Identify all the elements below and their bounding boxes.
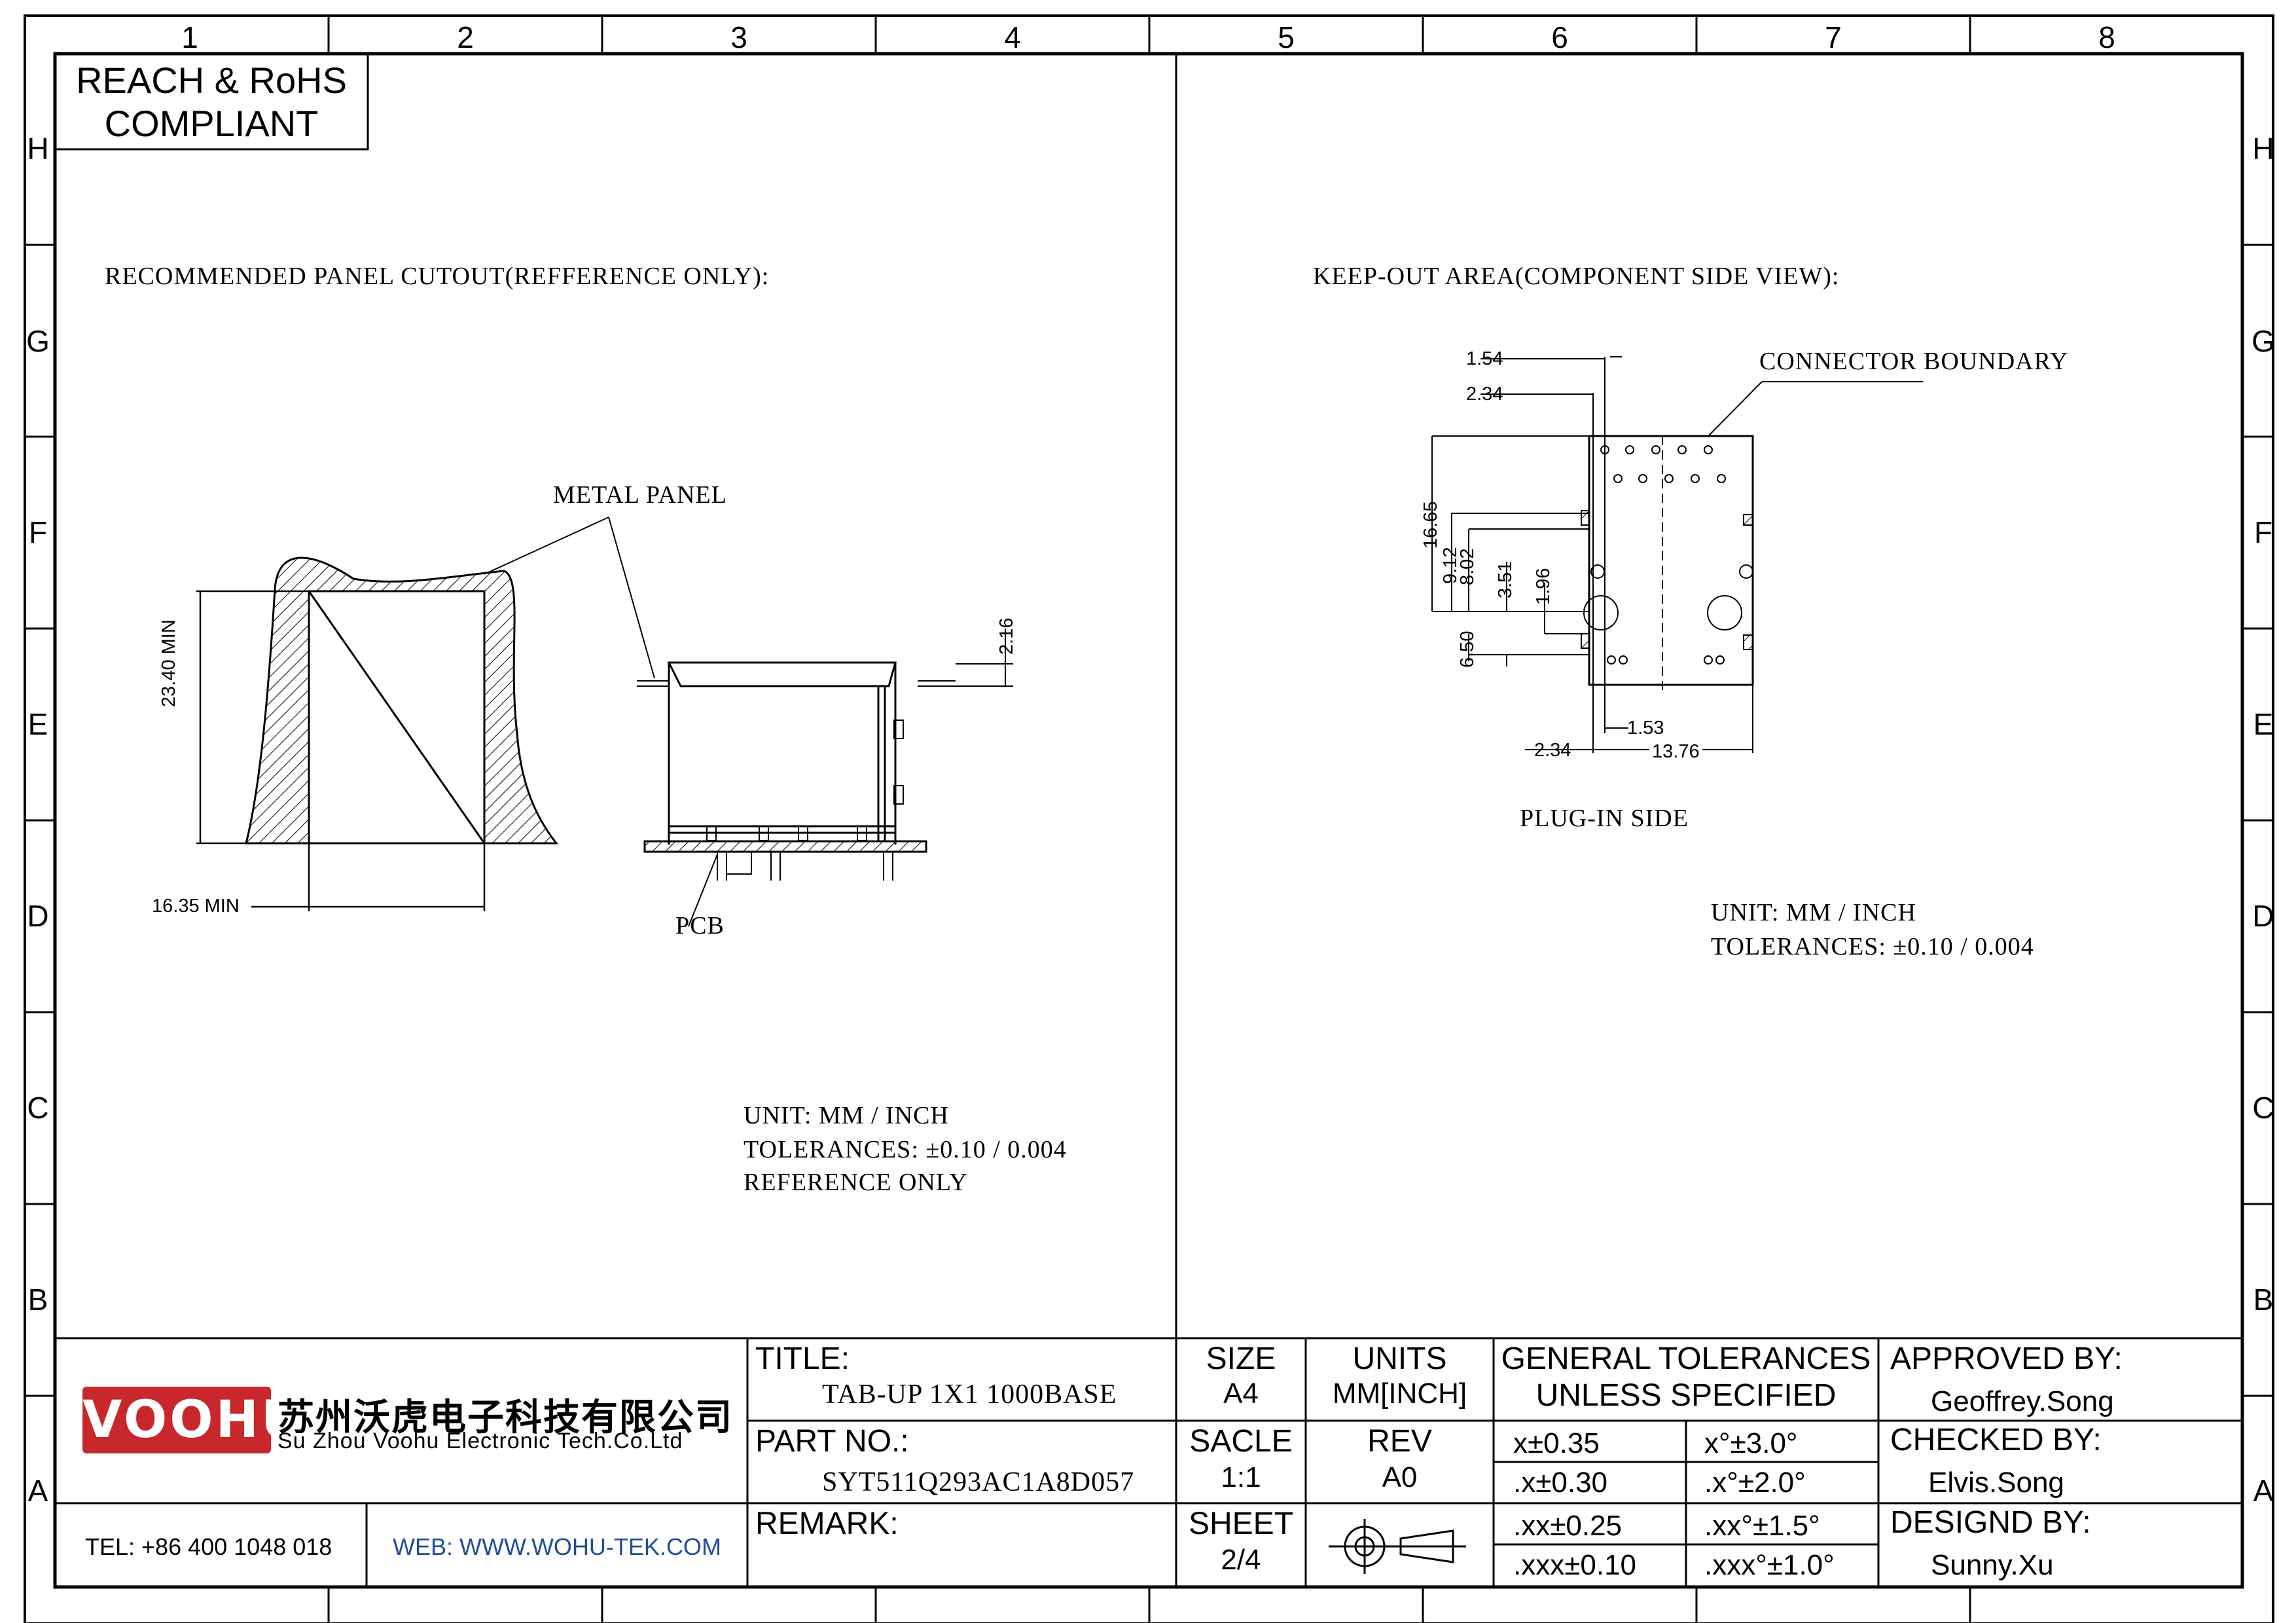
width-dimension: 16.35 MIN xyxy=(152,896,240,917)
panel-cutout-drawing xyxy=(196,517,655,911)
row-letter: B xyxy=(2253,1283,2274,1317)
title-value: TAB-UP 1X1 1000BASE xyxy=(822,1379,1117,1410)
revision-label: REV xyxy=(1367,1424,1432,1459)
website-link[interactable]: WEB: WWW.WOHU-TEK.COM xyxy=(393,1533,721,1560)
panel-thickness-dimension: 2.16 xyxy=(996,617,1017,655)
column-number: 7 xyxy=(1825,20,1842,54)
tolerance-angular: .xx°±1.5° xyxy=(1704,1510,1820,1542)
dimension-2-34-bottom: 2.34 xyxy=(1534,740,1571,761)
dimension-8-02: 8.02 xyxy=(1457,548,1478,585)
dimension-2-34-top: 2.34 xyxy=(1466,384,1503,405)
tolerance-header-line-2: UNLESS SPECIFIED xyxy=(1535,1378,1837,1413)
row-letter: G xyxy=(2251,324,2275,358)
row-letter: H xyxy=(2252,132,2274,166)
scale-value: 1:1 xyxy=(1221,1461,1261,1493)
tolerance-linear: x±0.35 xyxy=(1513,1427,1600,1459)
checked-by-label: CHECKED BY: xyxy=(1890,1423,2102,1457)
row-letter: F xyxy=(2253,515,2273,549)
dimension-1-96: 1.96 xyxy=(1533,568,1554,605)
plug-in-side-label: PLUG-IN SIDE xyxy=(1520,805,1689,832)
panel-cutout-heading: RECOMMENDED PANEL CUTOUT(REFFERENCE ONLY… xyxy=(105,263,770,290)
approved-by-label: APPROVED BY: xyxy=(1890,1341,2123,1376)
row-letter: G xyxy=(26,324,50,358)
right-tolerance-note: TOLERANCES: ±0.10 / 0.004 xyxy=(1711,933,2034,960)
tolerance-angular: .xxx°±1.0° xyxy=(1704,1549,1835,1581)
column-number: 8 xyxy=(2098,20,2115,54)
row-letter: A xyxy=(2253,1474,2274,1508)
sheet-label: SHEET xyxy=(1188,1506,1294,1541)
designed-by-value: Sunny.Xu xyxy=(1931,1549,2054,1581)
tolerance-linear: .x±0.30 xyxy=(1513,1467,1608,1499)
revision-value: A0 xyxy=(1382,1461,1418,1493)
column-number: 6 xyxy=(1551,20,1568,54)
left-unit-note: UNIT: MM / INCH xyxy=(744,1102,949,1129)
row-letter: C xyxy=(2252,1091,2274,1125)
dimension-1-54: 1.54 xyxy=(1466,348,1503,369)
connector-side-view xyxy=(637,629,1013,927)
column-number: 3 xyxy=(730,20,747,54)
compliance-line-2: COMPLIANT xyxy=(104,103,319,144)
dimension-1-53: 1.53 xyxy=(1627,718,1664,739)
connector-boundary-label: CONNECTOR BOUNDARY xyxy=(1759,348,2069,375)
company-logo: VOOHU xyxy=(82,1387,302,1453)
part-number-label: PART NO.: xyxy=(755,1424,909,1459)
column-number: 1 xyxy=(181,20,198,54)
column-number: 4 xyxy=(1004,20,1021,54)
row-letter: D xyxy=(2252,899,2274,933)
column-number: 5 xyxy=(1278,20,1295,54)
scale-label: SACLE xyxy=(1189,1424,1293,1459)
dimension-6-50: 6.50 xyxy=(1457,630,1478,668)
tolerance-header-line-1: GENERAL TOLERANCES xyxy=(1501,1341,1871,1376)
row-letter: D xyxy=(27,899,49,933)
part-number-value: SYT511Q293AC1A8D057 xyxy=(822,1467,1135,1497)
designed-by-label: DESIGND BY: xyxy=(1890,1505,2091,1540)
row-letter: C xyxy=(27,1091,49,1125)
size-label: SIZE xyxy=(1206,1341,1276,1376)
units-label: UNITS xyxy=(1352,1341,1447,1376)
right-unit-note: UNIT: MM / INCH xyxy=(1711,899,1916,926)
size-value: A4 xyxy=(1223,1377,1259,1410)
tolerance-angular: .x°±2.0° xyxy=(1704,1467,1806,1499)
keep-out-heading: KEEP-OUT AREA(COMPONENT SIDE VIEW): xyxy=(1313,263,1840,290)
row-letter: E xyxy=(2253,707,2274,741)
row-letter: B xyxy=(27,1283,48,1317)
tolerance-linear: .xx±0.25 xyxy=(1513,1510,1623,1542)
metal-panel-label: METAL PANEL xyxy=(553,481,727,509)
left-tolerance-note: TOLERANCES: ±0.10 / 0.004 xyxy=(744,1136,1067,1163)
checked-by-value: Elvis.Song xyxy=(1928,1467,2064,1499)
keep-out-drawing xyxy=(1431,356,1923,753)
dimension-16-65: 16.65 xyxy=(1420,501,1441,549)
remark-label: REMARK: xyxy=(755,1506,899,1541)
telephone: TEL: +86 400 1048 018 xyxy=(85,1533,332,1560)
row-letter: F xyxy=(28,515,48,549)
dimension-3-51: 3.51 xyxy=(1495,561,1516,598)
tolerance-linear: .xxx±0.10 xyxy=(1513,1549,1637,1581)
pcb-label: PCB xyxy=(675,912,725,939)
row-letter: H xyxy=(27,132,49,166)
dimension-13-76: 13.76 xyxy=(1649,741,1702,763)
approved-by-value: Geoffrey.Song xyxy=(1931,1385,2114,1417)
company-name-chinese: 苏州沃虎电子科技有限公司 xyxy=(278,1396,733,1439)
units-value: MM[INCH] xyxy=(1332,1377,1467,1410)
height-dimension: 23.40 MIN xyxy=(158,619,179,707)
row-letter: A xyxy=(27,1474,48,1508)
projection-symbol-icon xyxy=(1329,1519,1469,1574)
left-reference-note: REFERENCE ONLY xyxy=(744,1169,968,1196)
tolerance-angular: x°±3.0° xyxy=(1704,1427,1798,1459)
title-label: TITLE: xyxy=(755,1341,850,1376)
company-name-english: Su Zhou Voohu Electronic Tech.Co.Ltd xyxy=(278,1429,683,1453)
row-letter: E xyxy=(27,707,48,741)
sheet-value: 2/4 xyxy=(1221,1544,1261,1576)
column-number: 2 xyxy=(457,20,474,54)
compliance-line-1: REACH & RoHS xyxy=(76,60,347,101)
